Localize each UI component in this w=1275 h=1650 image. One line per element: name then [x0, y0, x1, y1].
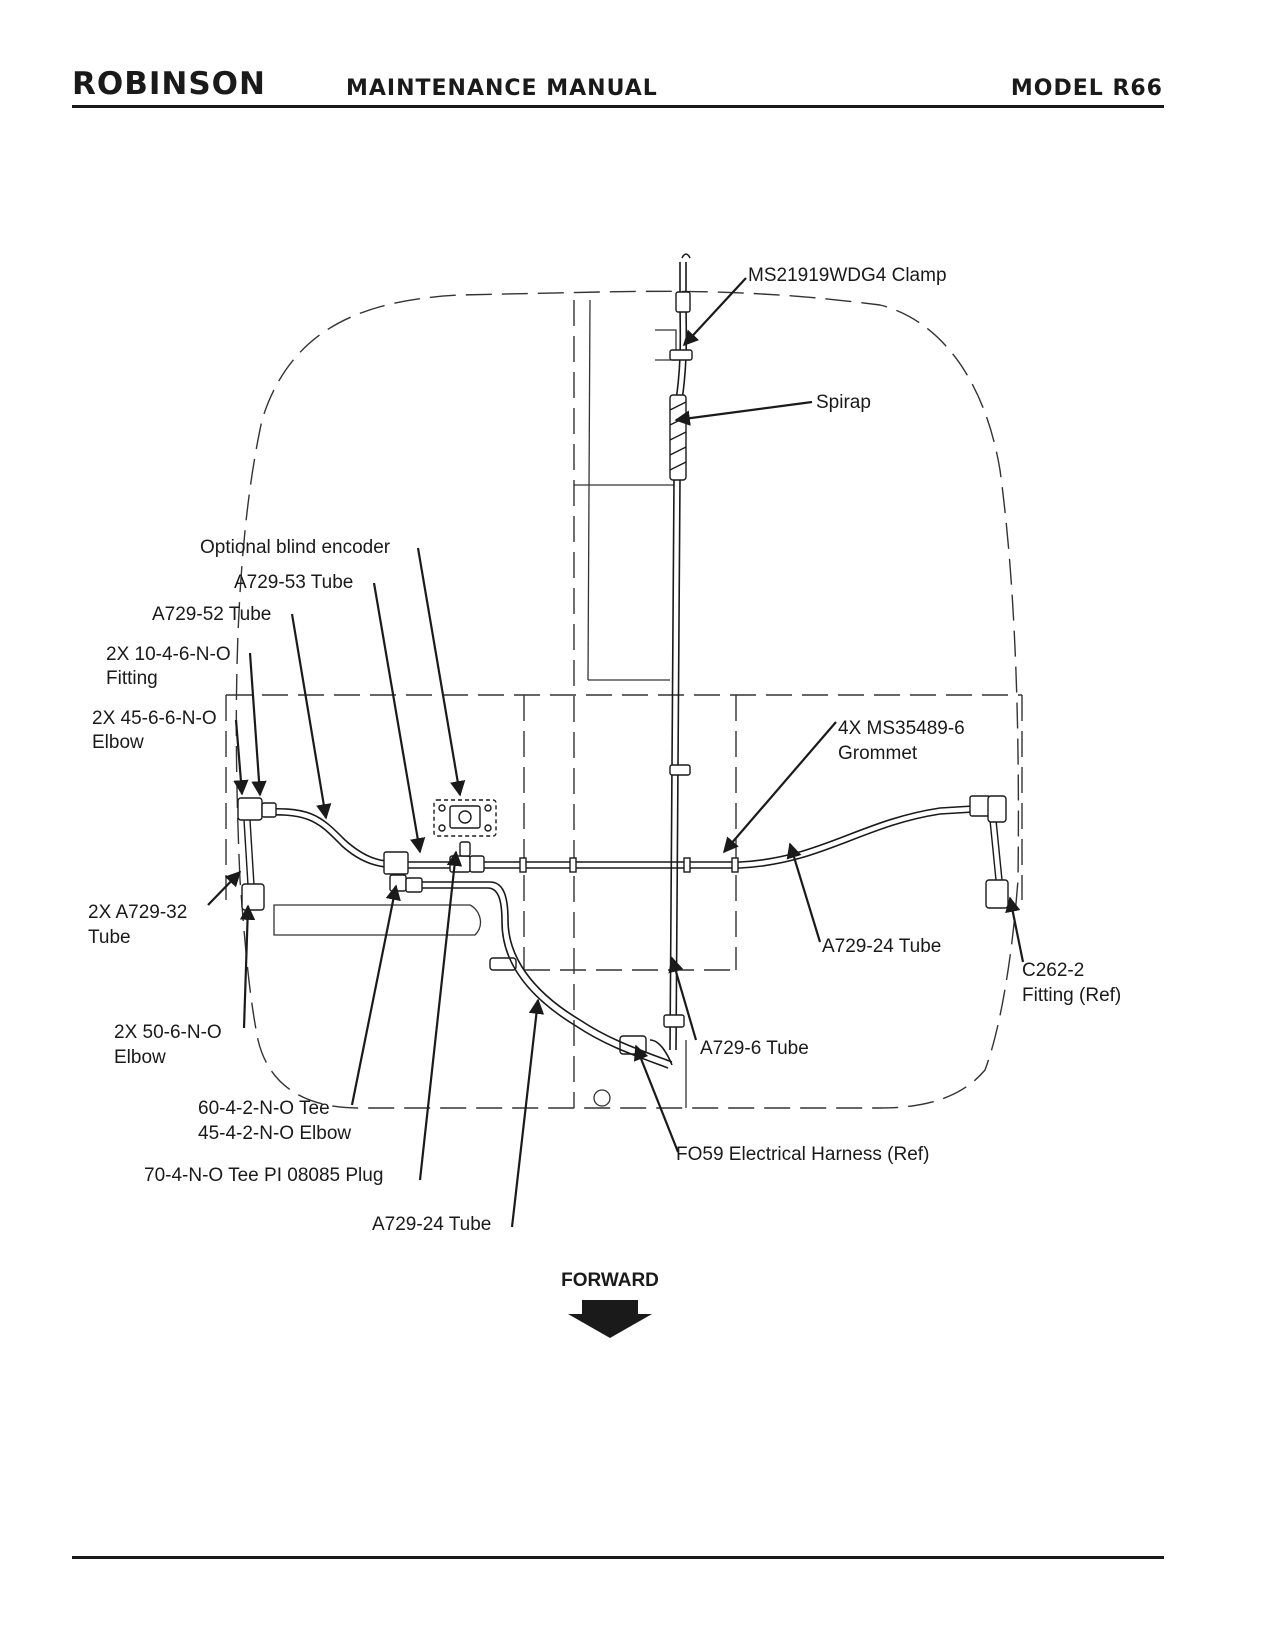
grommet-label-line2: Grommet — [838, 743, 918, 764]
fuselage-outline — [225, 290, 1023, 1109]
header-divider — [72, 105, 1164, 108]
elbow50-label-line1: 2X 50-6-N-O — [114, 1022, 222, 1043]
harness-label: FO59 Electrical Harness (Ref) — [676, 1144, 929, 1165]
forward-label: FORWARD — [561, 1270, 659, 1291]
right-fittings — [969, 795, 1009, 909]
model-label: MODEL R66 — [1010, 76, 1163, 101]
elbow50-label-line2: Elbow — [114, 1047, 166, 1068]
blind-encoder — [433, 799, 497, 837]
elbow45-label-line2: Elbow — [92, 732, 144, 753]
c262-label-line1: C262-2 — [1022, 960, 1084, 981]
structure-lines — [273, 299, 687, 1108]
fitting-label-line1: 2X 10-4-6-N-O — [106, 644, 231, 665]
encoder-label: Optional blind encoder — [200, 537, 391, 558]
main-horizontal-tube — [251, 804, 991, 869]
clamps — [489, 291, 693, 1055]
forward-arrow-icon — [568, 1300, 652, 1338]
spirap-label: Spirap — [816, 392, 871, 413]
tube24-right-label: A729-24 Tube — [822, 936, 941, 957]
tee-label-line1: 60-4-2-N-O Tee — [198, 1098, 330, 1119]
vertical-tube — [669, 253, 691, 1051]
fitting-label-line2: Fitting — [106, 668, 158, 689]
footer-divider — [72, 1556, 1164, 1559]
grommets — [519, 857, 739, 873]
tube53-label: A729-53 Tube — [234, 572, 353, 593]
tube32-label-line1: 2X A729-32 — [88, 902, 187, 923]
tube24-bottom-label: A729-24 Tube — [372, 1214, 491, 1235]
grommet-label-line1: 4X MS35489-6 — [838, 718, 965, 739]
clamp-label: MS21919WDG4 Clamp — [748, 265, 947, 286]
tube32-label-line2: Tube — [88, 927, 131, 948]
elbow45-label-line1: 2X 45-6-6-N-O — [92, 708, 217, 729]
tube52-label: A729-52 Tube — [152, 604, 271, 625]
tee-label-line2: 45-4-2-N-O Elbow — [198, 1123, 351, 1144]
leader-lines — [207, 277, 1025, 1228]
brand-logo-text: ROBINSON — [72, 66, 266, 102]
tube6-label: A729-6 Tube — [700, 1038, 809, 1059]
c262-label-line2: Fitting (Ref) — [1022, 985, 1121, 1006]
spirap-wrap — [669, 394, 687, 481]
manual-title: MAINTENANCE MANUAL — [346, 76, 658, 101]
plug-label: 70-4-N-O Tee PI 08085 Plug — [144, 1165, 383, 1186]
lower-branch-tube — [420, 881, 673, 1069]
